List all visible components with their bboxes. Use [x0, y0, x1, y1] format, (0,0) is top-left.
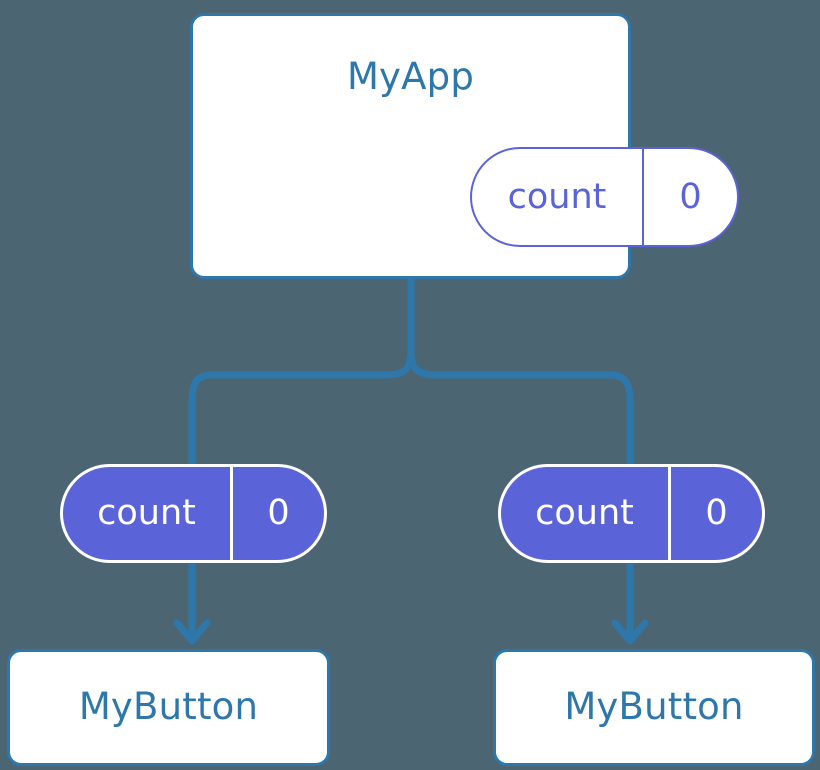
component-box-myapp[interactable]: MyApp count 0 — [190, 13, 739, 279]
component-label-mybutton-left: MyButton — [78, 685, 259, 728]
component-label-mybutton-right: MyButton — [564, 685, 744, 728]
props-pill-left-value: 0 — [267, 493, 290, 533]
props-pill-left[interactable]: count 0 — [60, 464, 327, 563]
branch-connector-right — [407, 348, 634, 472]
state-pill-count[interactable]: count 0 — [470, 147, 739, 247]
branch-connector-left — [188, 348, 415, 472]
props-pill-left-key: count — [63, 467, 233, 560]
state-pill-key: count — [472, 149, 644, 245]
arrow-head-right-icon — [611, 619, 649, 645]
props-pill-right-value: 0 — [705, 493, 728, 533]
arrow-head-left-icon — [173, 619, 211, 645]
component-box-mybutton-left[interactable]: MyButton — [7, 649, 330, 766]
component-box-mybutton-right[interactable]: MyButton — [493, 649, 815, 766]
props-pill-right-key: count — [501, 467, 671, 560]
component-label-myapp: MyApp — [346, 55, 475, 98]
state-pill-value: 0 — [679, 176, 702, 217]
props-pill-right[interactable]: count 0 — [498, 464, 765, 563]
